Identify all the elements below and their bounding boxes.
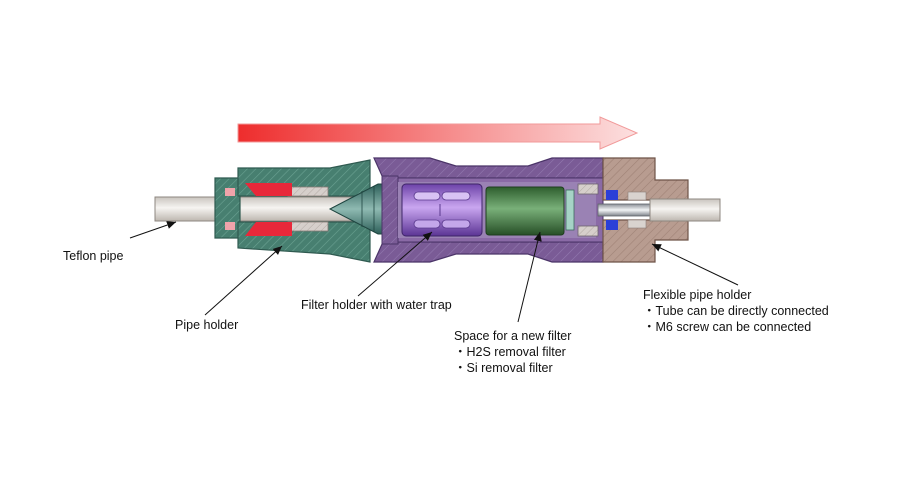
leader-flexible-holder [651,243,739,286]
flexible-holder-title: Flexible pipe holder [643,288,752,302]
label-pipe-holder: Pipe holder [175,318,239,332]
leader-lines [129,221,739,323]
label-flexible-pipe-holder: Flexible pipe holder ・Tube can be direct… [643,287,829,335]
pipe-holder [214,159,389,263]
leader-pipe-holder [204,245,283,316]
space-filter-item-si: ・Si removal filter [454,361,553,375]
leader-filter-holder [357,231,433,297]
new-filter-slot [485,186,575,236]
label-filter-holder: Filter holder with water trap [301,298,452,312]
label-teflon-pipe: Teflon pipe [63,249,124,263]
water-trap-cartridge [401,183,483,237]
leader-teflon-pipe [129,221,177,239]
flexible-pipe-holder [597,157,721,263]
flow-direction-arrow [237,116,639,150]
label-space-for-new-filter: Space for a new filter ・H2S removal filt… [454,328,571,376]
flexible-holder-item-m6: ・M6 screw can be connected [643,320,812,334]
space-filter-title: Space for a new filter [454,329,572,343]
leader-new-filter [517,231,542,323]
space-filter-item-h2s: ・H2S removal filter [454,345,566,359]
flexible-holder-item-tube: ・Tube can be directly connected [643,304,829,318]
teflon-pipe [154,196,356,222]
filter-holder-housing [373,157,604,263]
